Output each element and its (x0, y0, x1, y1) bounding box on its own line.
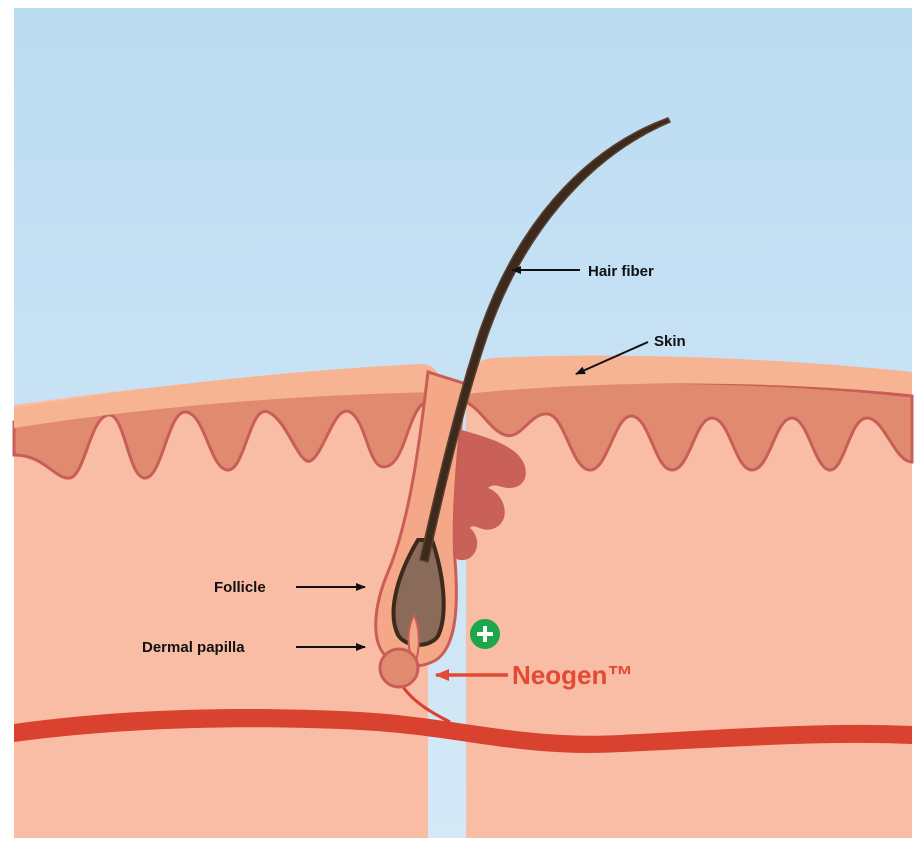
dermal-papilla (380, 649, 418, 687)
label-follicle: Follicle (214, 579, 266, 596)
plus-circle-icon (470, 619, 500, 649)
label-brand: Neogen™ (512, 660, 633, 690)
label-skin: Skin (654, 333, 686, 350)
label-dermal-papilla: Dermal papilla (142, 639, 245, 656)
label-hair-fiber: Hair fiber (588, 263, 654, 280)
